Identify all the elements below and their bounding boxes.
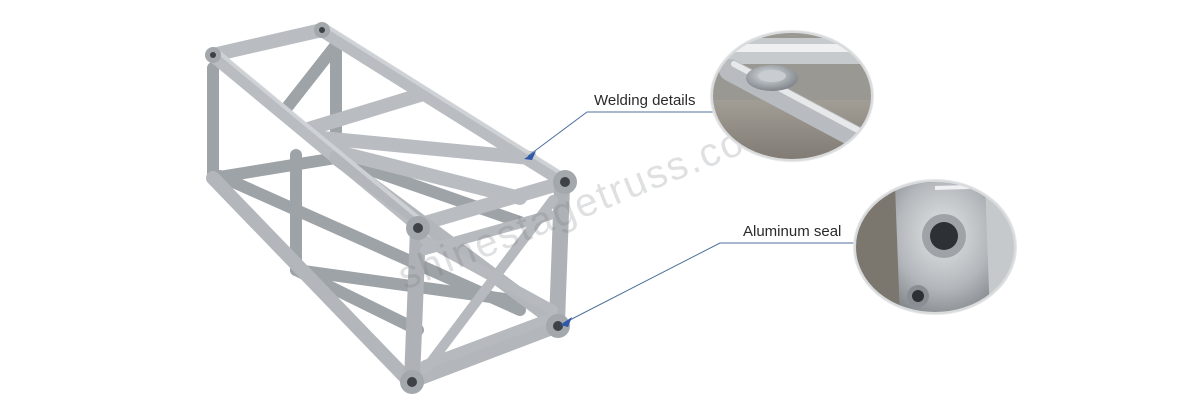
callout-welding-line	[524, 111, 722, 160]
aluminum-seal-label: Aluminum seal	[743, 223, 842, 240]
callout-seal-arrow	[560, 317, 572, 327]
callout-seal-line	[560, 242, 855, 327]
truss-frame	[205, 22, 577, 394]
callout-welding-arrow	[524, 151, 536, 160]
aluminum-seal-detail-photo	[853, 179, 1017, 315]
truss-front-diagonals	[420, 195, 558, 375]
truss-front-uprights	[404, 178, 570, 388]
welding-details-label: Welding details	[594, 92, 696, 109]
